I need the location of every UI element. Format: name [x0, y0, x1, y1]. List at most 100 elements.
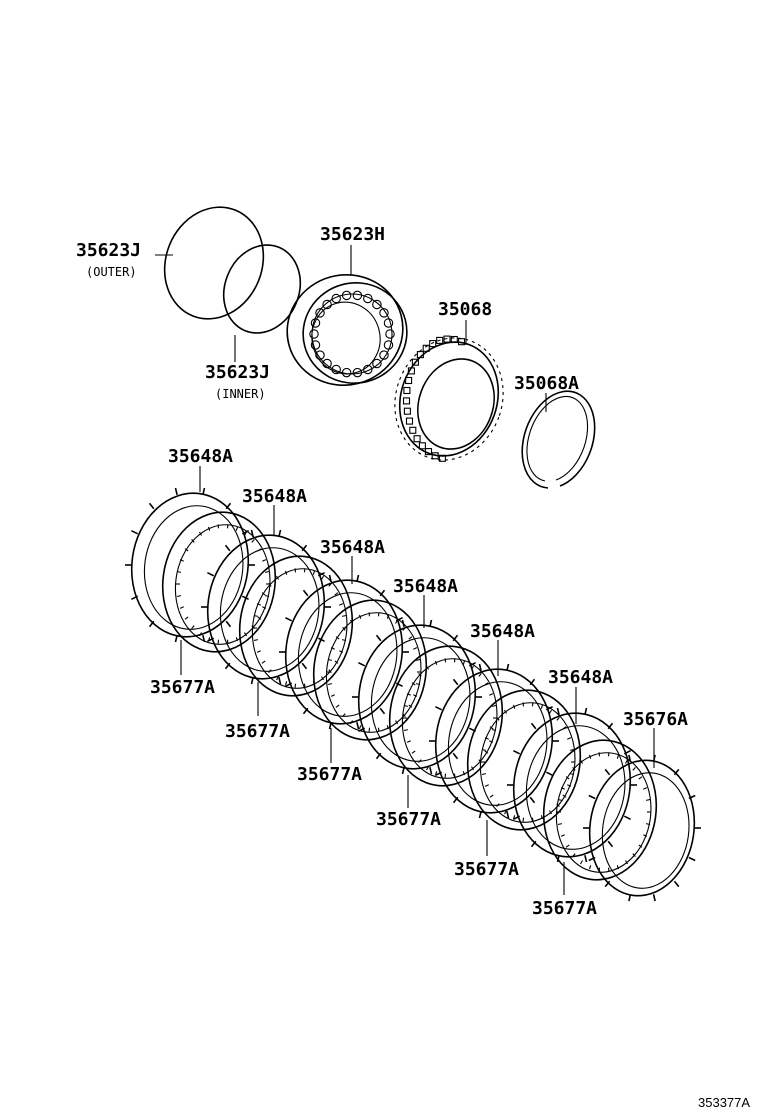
plate-lug [452, 678, 459, 686]
label-35677A-5[interactable]: 35677A [454, 859, 519, 880]
plate-spline [557, 798, 563, 801]
plate-spline [235, 526, 239, 531]
label-35648A-1[interactable]: 35648A [168, 446, 233, 467]
plate-spline [350, 619, 353, 624]
label-35648A-6[interactable]: 35648A [548, 667, 613, 688]
plate-lug [628, 894, 632, 902]
plate-lug [379, 707, 386, 715]
plate-spline [565, 844, 570, 848]
plate-lug [478, 811, 482, 819]
sprag-roller [379, 350, 389, 360]
part-labels: 35623J (OUTER) 35623J (INNER) 35623H 350… [76, 224, 750, 1110]
plate-spline [264, 570, 270, 573]
sprag-roller [385, 329, 395, 339]
sprag-roller [315, 350, 325, 360]
label-35648A-3[interactable]: 35648A [320, 537, 385, 558]
inner-seal-ring-35623J[interactable] [211, 233, 313, 344]
friction-plate-35677A[interactable] [381, 639, 511, 793]
plate-lug [224, 662, 231, 670]
plate-lug [588, 794, 596, 800]
plate-spline [358, 614, 362, 619]
plate-spline [358, 725, 362, 730]
plate-lug [224, 544, 231, 552]
clutch-race-35068[interactable] [378, 323, 520, 476]
sprag-roller [372, 299, 382, 310]
label-35648A-4[interactable]: 35648A [393, 576, 458, 597]
label-35677A-1[interactable]: 35677A [150, 677, 215, 698]
plate-spline [616, 754, 620, 759]
friction-plate-35677A[interactable] [535, 733, 665, 887]
plate-lug [513, 815, 521, 821]
steel-plate-35648A[interactable] [350, 618, 485, 777]
plate-lug [435, 771, 443, 777]
plate-spline [334, 592, 339, 596]
label-35677A-4[interactable]: 35677A [376, 809, 441, 830]
plate-lug [207, 571, 215, 577]
plate-lug [429, 619, 433, 627]
plate-spline [580, 860, 583, 865]
plate-lug [545, 705, 553, 711]
snap-ring-35068A[interactable] [521, 390, 596, 489]
plate-lug [673, 768, 680, 776]
label-35648A-5[interactable]: 35648A [470, 621, 535, 642]
plate-spline [580, 759, 583, 764]
plate-spline [386, 614, 390, 619]
label-35623J-outer[interactable]: 35623J [76, 240, 141, 261]
plate-spline [256, 650, 261, 653]
plate-spline [191, 539, 195, 543]
label-35648A-2[interactable]: 35648A [242, 486, 307, 507]
race-tooth [438, 454, 446, 462]
steel-plate-35648A[interactable] [199, 528, 334, 687]
label-35068A[interactable]: 35068A [514, 373, 579, 394]
label-35623H[interactable]: 35623H [320, 224, 385, 245]
race-tooth [407, 367, 415, 375]
label-35623J-inner[interactable]: 35623J [205, 362, 270, 383]
flange-plate-35676A[interactable] [581, 753, 703, 902]
plate-spline [616, 865, 620, 870]
clutch-plate-stack [125, 487, 703, 902]
plate-spline [184, 616, 189, 620]
friction-plate-35677A[interactable] [459, 683, 589, 837]
plate-spline [312, 570, 316, 575]
plate-spline [462, 771, 466, 776]
race-tooth [416, 351, 424, 359]
label-35677A-6[interactable]: 35677A [532, 898, 597, 919]
friction-plate-35677A[interactable] [154, 505, 284, 659]
steel-plate-35648A[interactable] [277, 573, 412, 732]
plate-spline [257, 616, 262, 620]
race-tooth [418, 442, 426, 450]
label-35677A-2[interactable]: 35677A [225, 721, 290, 742]
plate-spline [341, 639, 347, 642]
plate-lug [148, 620, 155, 628]
plate-spline [415, 658, 421, 661]
sprag-roller [331, 364, 341, 375]
plate-spline [342, 713, 346, 717]
one-way-clutch-35623H[interactable] [275, 262, 418, 398]
plate-spline [556, 717, 560, 721]
plate-lug [673, 880, 680, 888]
friction-plate-35677A[interactable] [305, 593, 435, 747]
plate-spline [588, 865, 592, 870]
plate-lug [401, 767, 405, 775]
label-35676A[interactable]: 35676A [623, 709, 688, 730]
label-35068[interactable]: 35068 [438, 299, 492, 320]
plate-lug [148, 502, 155, 510]
plate-lug [478, 663, 482, 671]
label-35677A-3[interactable]: 35677A [297, 764, 362, 785]
friction-plate-35677A[interactable] [231, 549, 361, 703]
outer-seal-ring-35623J[interactable] [148, 192, 280, 334]
plate-spline [471, 766, 474, 771]
plate-spline [588, 754, 592, 759]
plate-spline [235, 637, 239, 642]
plate-spline [403, 704, 409, 707]
plate-spline [512, 704, 516, 709]
plate-spline [262, 559, 267, 562]
plate-lug [688, 794, 696, 800]
race-tooth [422, 344, 430, 352]
race-tooth [402, 397, 411, 405]
steel-plate-35648A[interactable] [505, 706, 640, 865]
plate-spline [471, 665, 474, 670]
plate-lug [356, 722, 360, 730]
steel-plate-35648A[interactable] [427, 662, 562, 821]
plate-spline [560, 787, 565, 790]
